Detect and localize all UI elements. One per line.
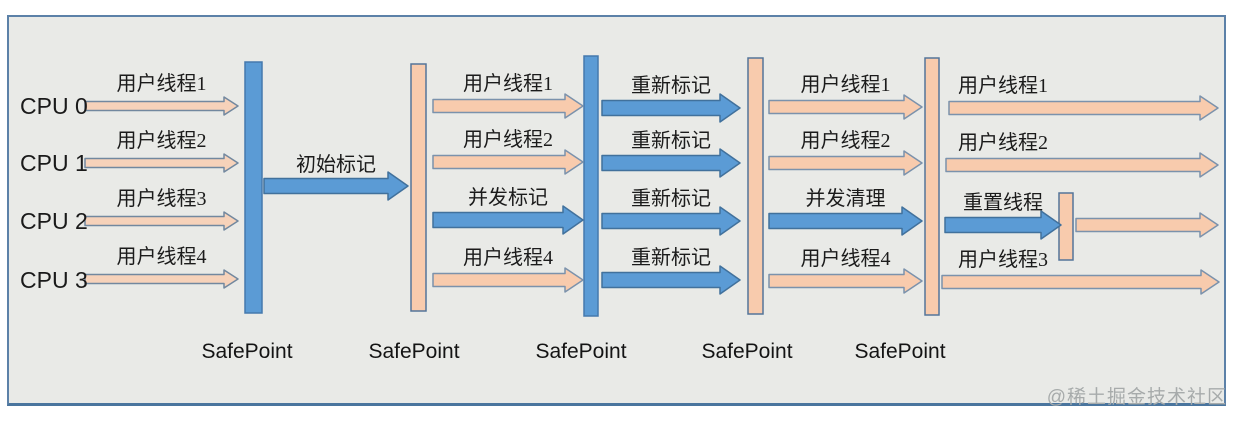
concurrent-mark-arrow (432, 205, 584, 235)
user-thread-2-seg4 (945, 152, 1219, 178)
user-thread-1-seg2 (432, 93, 584, 119)
remark-arrow-1 (601, 93, 741, 123)
user-thread-3-seg1 (84, 211, 239, 231)
safepoint-bar-3 (583, 55, 599, 317)
diagram-frame (7, 15, 1226, 406)
reset-continue-segment (1075, 212, 1219, 238)
remark-arrow-3 (601, 206, 741, 236)
user-thread-2-seg1 (84, 153, 239, 173)
safepoint-bar-5 (924, 57, 940, 316)
user-thread-1-seg4 (948, 95, 1219, 121)
concurrent-sweep-arrow (768, 206, 923, 236)
initial-mark-arrow (263, 171, 409, 201)
remark-arrow-4 (601, 265, 741, 295)
user-thread-4-seg1 (84, 269, 239, 289)
user-thread-2-seg3 (768, 150, 923, 176)
user-thread-1-seg1 (84, 96, 239, 116)
user-thread-4-seg2 (432, 267, 584, 293)
safepoint-bar-4 (747, 57, 764, 315)
user-thread-2-seg2 (432, 149, 584, 175)
remark-arrow-2 (601, 148, 741, 178)
safepoint-bar-1 (244, 61, 263, 314)
reset-sync-bar (1058, 192, 1074, 261)
safepoint-bar-2 (410, 63, 427, 312)
user-thread-4-seg3 (768, 268, 923, 294)
reset-threads-arrow (944, 210, 1062, 240)
user-thread-3-seg4 (941, 269, 1220, 295)
user-thread-1-seg3 (768, 94, 923, 120)
